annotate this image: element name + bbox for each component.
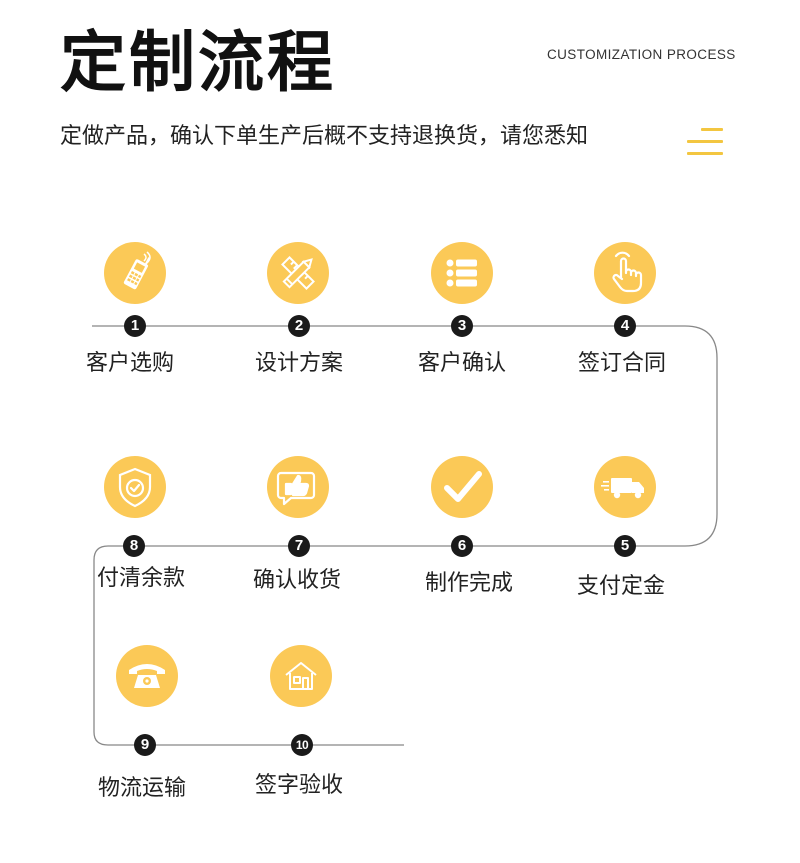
step-10-label: 签字验收 [255,773,344,798]
notice-text: 定做产品，确认下单生产后概不支持退换货，请您悉知 [60,124,589,149]
step-5-label: 支付定金 [577,574,666,599]
step-6-label: 制作完成 [425,571,514,596]
step-3-label: 客户确认 [418,351,507,376]
step-2-number: 2 [288,315,310,337]
step-4-number: 4 [614,315,636,337]
step-4-label: 签订合同 [578,351,667,376]
english-subtitle: CUSTOMIZATION PROCESS [547,47,736,62]
step-8-number: 8 [123,535,145,557]
step-5-number: 5 [614,535,636,557]
step-9-number: 9 [134,734,156,756]
step-7-thumbs-up-icon [267,456,329,518]
step-8-label: 付清余款 [97,566,186,591]
step-1-phone-icon [104,242,166,304]
step-7-label: 确认收货 [253,568,342,593]
step-7-number: 7 [288,535,310,557]
step-9-telephone-icon [116,645,178,707]
step-6-checkmark-icon [431,456,493,518]
step-2-label: 设计方案 [255,351,344,376]
page-title: 定制流程 [60,24,336,101]
step-5-truck-icon [594,456,656,518]
step-1-label: 客户选购 [86,351,175,376]
step-10-house-icon [270,645,332,707]
step-1-number: 1 [124,315,146,337]
step-8-shield-check-icon [104,456,166,518]
menu-lines-icon [685,128,723,158]
step-4-hand-pointer-icon [594,242,656,304]
step-3-list-icon [431,242,493,304]
step-2-pencil-ruler-icon [267,242,329,304]
step-6-number: 6 [451,535,473,557]
step-9-label: 物流运输 [98,776,187,801]
step-3-number: 3 [451,315,473,337]
step-10-number: 10 [291,734,313,756]
